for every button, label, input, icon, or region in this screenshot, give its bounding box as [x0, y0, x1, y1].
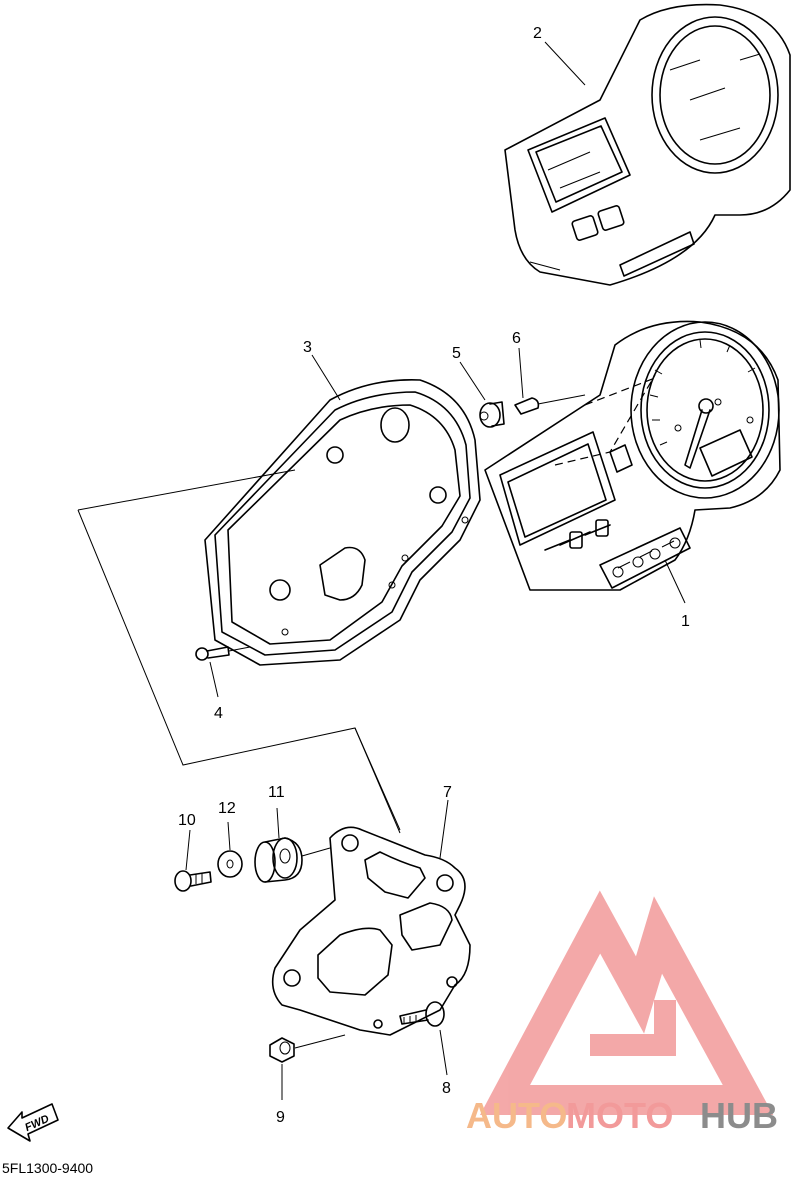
callout-5: 5: [452, 345, 461, 362]
meter-assembly-part-1: [484, 320, 781, 591]
bracket-part-7: [271, 826, 471, 1036]
callout-4: 4: [214, 705, 223, 722]
callout-3: 3: [303, 339, 312, 356]
callout-7: 7: [443, 784, 452, 801]
watermark-hub: HUB: [700, 1095, 778, 1136]
bulb-part-6: [514, 394, 586, 415]
watermark-text: AUTO MOTO HUB: [466, 1095, 778, 1136]
bulb-socket-part-5: [479, 401, 505, 428]
watermark-auto: AUTO: [466, 1095, 567, 1136]
bolt-part-8: [399, 1001, 445, 1027]
callout-9: 9: [276, 1109, 285, 1126]
assembly-lines: [77, 469, 401, 834]
fwd-arrow-icon: FWD: [7, 1103, 59, 1142]
callout-12: 12: [218, 800, 236, 817]
callout-labels: 1 2 3 4 5 6 7 8 9 10 11 12: [178, 25, 690, 1126]
watermark-moto: MOTO: [566, 1095, 673, 1136]
screw-part-4: [195, 646, 251, 661]
meter-case-part-3: [204, 379, 481, 666]
part-code: 5FL1300-9400: [2, 1160, 93, 1176]
watermark-logo: [479, 890, 774, 1115]
bolt-part-10: [174, 870, 212, 892]
damper-part-11: [254, 837, 331, 883]
washer-part-12: [217, 850, 243, 878]
callout-11: 11: [268, 784, 285, 801]
leader-lines: [185, 41, 686, 1100]
nut-part-9: [269, 1034, 346, 1063]
callout-10: 10: [178, 812, 196, 829]
callout-2: 2: [533, 25, 542, 42]
callout-8: 8: [442, 1080, 451, 1097]
callout-6: 6: [512, 330, 521, 347]
callout-1: 1: [681, 613, 690, 630]
meter-cover-part-2: [504, 3, 791, 286]
